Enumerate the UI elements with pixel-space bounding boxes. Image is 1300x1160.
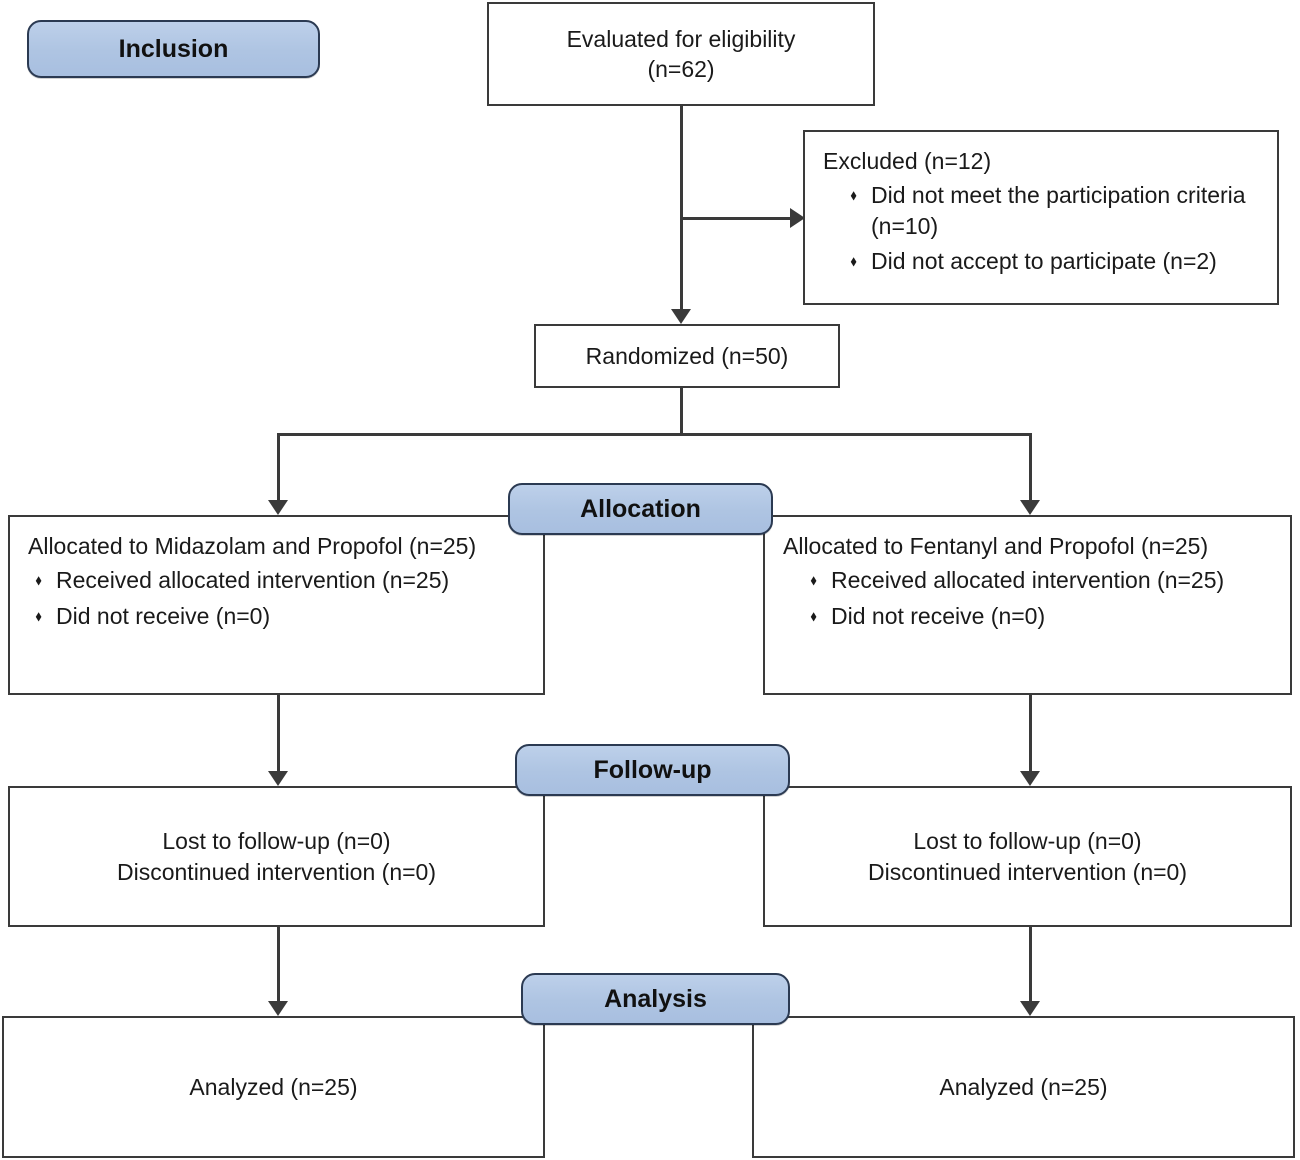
list-item: Did not receive (n=0)	[809, 601, 1278, 631]
arrow-eligibility-to-excluded	[790, 208, 805, 228]
followup-right-line-2: Discontinued intervention (n=0)	[868, 858, 1187, 885]
followup-box-right: Lost to follow-up (n=0) Discontinued int…	[763, 786, 1292, 927]
arrow-left-allocation-to-followup	[268, 771, 288, 786]
arrow-right-followup-to-analysis	[1020, 1001, 1040, 1016]
excluded-heading: Excluded (n=12)	[823, 148, 992, 174]
stage-banner-inclusion-label: Inclusion	[118, 34, 229, 63]
connector-split-horizontal	[277, 433, 1032, 436]
arrow-right-allocation-to-followup	[1020, 771, 1040, 786]
connector-split-to-left-arm	[277, 433, 280, 500]
list-item: Received allocated intervention (n=25)	[34, 565, 531, 595]
followup-right-text: Lost to follow-up (n=0) Discontinued int…	[868, 826, 1187, 887]
arrow-left-followup-to-analysis	[268, 1001, 288, 1016]
eligibility-box: Evaluated for eligibility (n=62)	[487, 2, 875, 106]
randomized-label: Randomized (n=50)	[585, 342, 789, 369]
followup-right-line-1: Lost to follow-up (n=0)	[913, 828, 1142, 855]
allocation-right-list: Received allocated intervention (n=25) D…	[783, 565, 1278, 631]
stage-banner-analysis-label: Analysis	[604, 984, 707, 1013]
analysis-box-right: Analyzed (n=25)	[752, 1016, 1295, 1158]
list-item: Did not meet the participation criteria …	[849, 180, 1265, 241]
randomized-box: Randomized (n=50)	[534, 324, 840, 388]
stage-banner-analysis: Analysis	[521, 973, 790, 1025]
analysis-right-label: Analyzed (n=25)	[939, 1073, 1108, 1100]
connector-right-followup-to-analysis	[1029, 927, 1032, 1001]
list-item: Did not receive (n=0)	[34, 601, 531, 631]
eligibility-line-2: (n=62)	[647, 56, 715, 82]
connector-eligibility-to-randomized	[680, 106, 683, 309]
list-item: Did not accept to participate (n=2)	[849, 246, 1265, 276]
stage-banner-inclusion: Inclusion	[27, 20, 320, 78]
followup-left-line-1: Lost to follow-up (n=0)	[162, 828, 391, 855]
arrow-split-to-right-allocation	[1020, 500, 1040, 515]
followup-left-text: Lost to follow-up (n=0) Discontinued int…	[117, 826, 436, 887]
followup-left-line-2: Discontinued intervention (n=0)	[117, 858, 436, 885]
connector-right-allocation-to-followup	[1029, 695, 1032, 771]
arrow-eligibility-to-randomized	[671, 309, 691, 324]
followup-box-left: Lost to follow-up (n=0) Discontinued int…	[8, 786, 545, 927]
excluded-box: Excluded (n=12) Did not meet the partici…	[803, 130, 1279, 305]
allocation-right-heading: Allocated to Fentanyl and Propofol (n=25…	[783, 533, 1209, 559]
connector-split-to-right-arm	[1029, 433, 1032, 500]
allocation-box-right: Allocated to Fentanyl and Propofol (n=25…	[763, 515, 1292, 695]
eligibility-line-1: Evaluated for eligibility	[566, 25, 796, 52]
stage-banner-followup-label: Follow-up	[593, 755, 712, 784]
excluded-reason-list: Did not meet the participation criteria …	[823, 180, 1265, 276]
allocation-box-left: Allocated to Midazolam and Propofol (n=2…	[8, 515, 545, 695]
analysis-box-left: Analyzed (n=25)	[2, 1016, 545, 1158]
allocation-left-heading: Allocated to Midazolam and Propofol (n=2…	[28, 533, 477, 559]
arrow-split-to-left-allocation	[268, 500, 288, 515]
connector-left-followup-to-analysis	[277, 927, 280, 1001]
allocation-left-list: Received allocated intervention (n=25) D…	[28, 565, 531, 631]
list-item: Received allocated intervention (n=25)	[809, 565, 1278, 595]
connector-randomized-to-split	[680, 388, 683, 434]
stage-banner-allocation-label: Allocation	[580, 494, 701, 523]
stage-banner-followup: Follow-up	[515, 744, 790, 796]
analysis-left-label: Analyzed (n=25)	[189, 1073, 358, 1100]
connector-eligibility-to-excluded	[680, 217, 790, 220]
stage-banner-allocation: Allocation	[508, 483, 773, 535]
eligibility-text: Evaluated for eligibility (n=62)	[567, 24, 796, 85]
connector-left-allocation-to-followup	[277, 695, 280, 771]
